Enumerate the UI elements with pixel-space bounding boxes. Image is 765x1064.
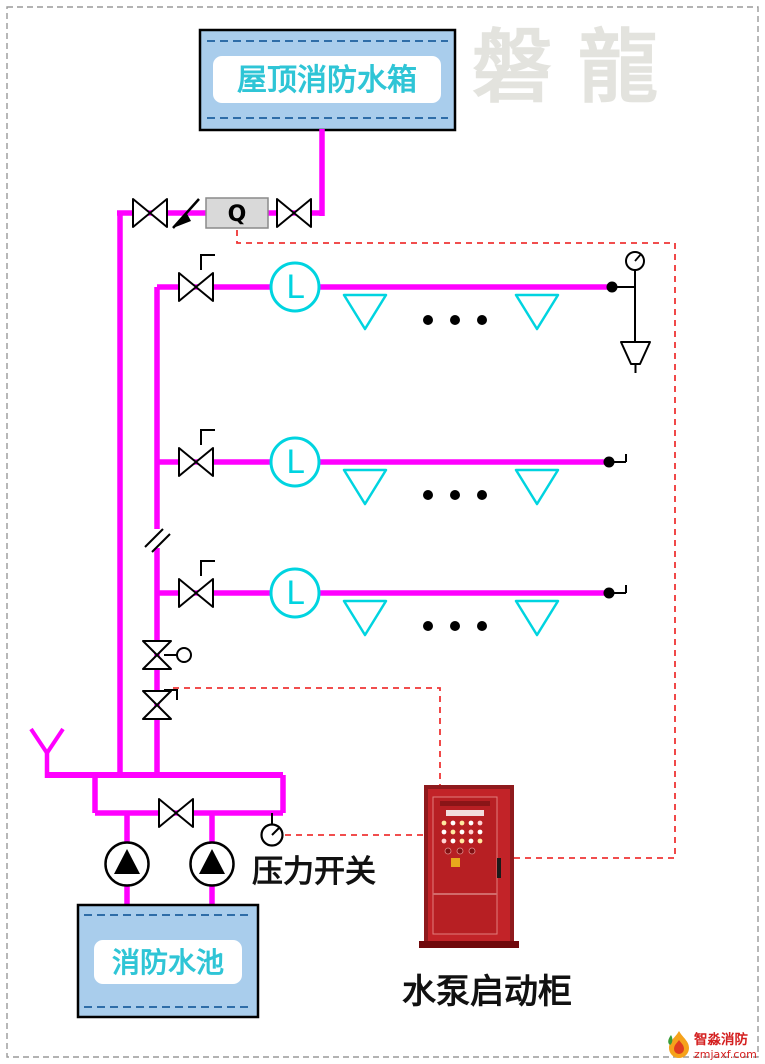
level-indicator-label: L: [286, 443, 304, 481]
brand-name: 智淼消防: [694, 1031, 748, 1048]
riser-valve-stack: [142, 640, 192, 720]
pump-control-cabinet: [419, 785, 519, 948]
cabinet-nameplate: [446, 810, 484, 816]
floor-branch-3: L: [178, 560, 627, 637]
valve-signal-hook-icon: [164, 689, 178, 700]
valve-signal-hook-icon: [200, 560, 215, 576]
pressure-switch-label: 压力开关: [252, 854, 376, 890]
flow-meter: Q: [205, 197, 269, 229]
level-indicator-icon: [269, 261, 321, 313]
drain-funnel-icon: [45, 727, 65, 755]
ellipsis-dot: [450, 490, 460, 500]
cabinet-indicator-lights: [441, 820, 483, 855]
rooftop-tank: 屋顶消防水箱: [198, 28, 457, 132]
page-border: [6, 6, 759, 1058]
ellipsis-dot: [477, 315, 487, 325]
end-monitor-device: [603, 454, 627, 468]
valve-signal-hook-icon: [200, 254, 215, 270]
flow-meter-box: [205, 197, 269, 229]
pump-impeller-icon: [199, 849, 225, 874]
ellipsis-dot: [423, 315, 433, 325]
fire-water-pool: 消防水池: [76, 903, 260, 1019]
flame-icon: [668, 1031, 689, 1058]
signal-wiring: [173, 230, 676, 859]
watermark-text: 磐龍: [472, 21, 684, 114]
ellipsis-dot: [477, 490, 487, 500]
brand-logo: 智淼消防 zmjaxf.com: [668, 1031, 757, 1061]
signal-valve-icon: [178, 272, 214, 302]
pipework: [29, 129, 610, 907]
test-funnel-icon: [620, 341, 651, 365]
cabinet-key-switch: [451, 858, 460, 867]
gate-valve-icon: [158, 798, 194, 828]
signal-valve-icon: [178, 578, 214, 608]
signal-line-valve-to-cabinet: [173, 687, 441, 787]
cabinet-door: [432, 796, 498, 935]
sprinkler-icon: [514, 468, 560, 506]
end-monitor-device: [603, 585, 627, 599]
pump-cabinet-label: 水泵启动柜: [402, 972, 572, 1012]
rooftop-tank-label-plate: [213, 56, 441, 103]
gate-valve-icon: [276, 198, 312, 228]
flow-meter-label: Q: [228, 202, 247, 227]
pool-label-plate: [94, 940, 242, 984]
sprinkler-icon: [342, 468, 388, 506]
ellipsis-dot: [450, 315, 460, 325]
sprinkler-icon: [514, 293, 560, 331]
sprinkler-icon: [514, 599, 560, 637]
check-valve-icon: [172, 198, 200, 229]
ellipsis-dot: [450, 621, 460, 631]
sprinkler-icon: [342, 293, 388, 331]
level-indicator-icon: [269, 436, 321, 488]
cabinet-base: [419, 941, 519, 948]
pipe-break-icon: [144, 528, 171, 553]
butterfly-valve-icon: [142, 640, 172, 670]
fire-pump-1: [104, 841, 150, 887]
signal-valve-icon: [142, 690, 172, 720]
ellipsis-dot: [477, 621, 487, 631]
signal-line-flowmeter-to-cabinet: [236, 230, 676, 859]
end-test-device: [606, 251, 651, 373]
fire-pump-2: [189, 841, 235, 887]
cabinet-vent: [440, 801, 490, 806]
pump-impeller-icon: [114, 849, 140, 874]
gate-valve-icon: [132, 198, 168, 228]
ellipsis-dot: [423, 621, 433, 631]
signal-valve-icon: [178, 447, 214, 477]
level-indicator-label: L: [286, 268, 304, 306]
drain-funnel-icon: [29, 727, 49, 755]
cabinet-door-seam: [433, 893, 497, 895]
valve-signal-hook-icon: [200, 429, 215, 445]
floor-branch-1: L: [178, 251, 651, 373]
pool-label: 消防水池: [112, 946, 224, 979]
level-indicator-icon: [269, 567, 321, 619]
pressure-switch: [260, 813, 284, 847]
cabinet-handle: [497, 858, 501, 878]
sprinkler-icon: [342, 599, 388, 637]
ellipsis-dot: [423, 490, 433, 500]
brand-domain: zmjaxf.com: [694, 1048, 757, 1061]
rooftop-tank-label: 屋顶消防水箱: [237, 63, 417, 98]
level-indicator-label: L: [286, 574, 304, 612]
tamper-switch-icon: [176, 647, 192, 663]
floor-branch-2: L: [178, 429, 627, 506]
